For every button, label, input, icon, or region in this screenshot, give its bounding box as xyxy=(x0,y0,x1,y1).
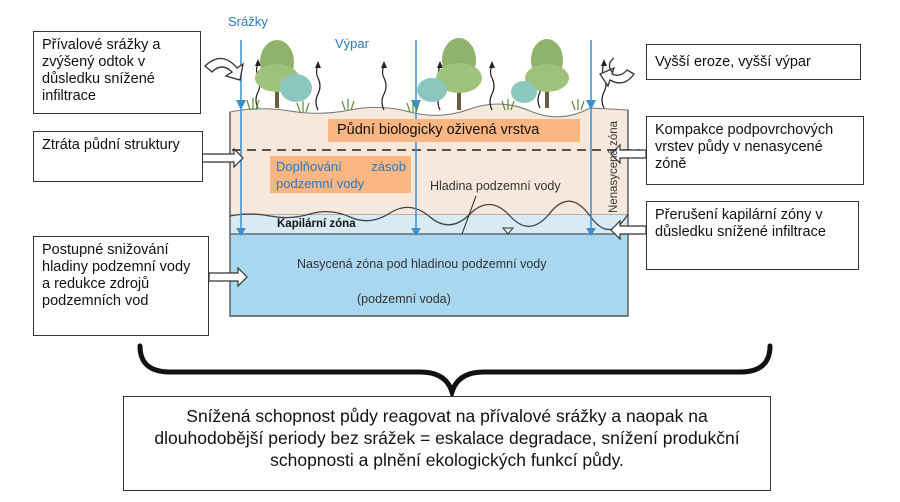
callout-groundwater-decline: Postupné snižování hladiny podzemní vody… xyxy=(33,236,209,336)
recharge-label: Doplňování zásob podzemní vody xyxy=(276,159,406,191)
capillary-top-line xyxy=(229,200,629,231)
saturated-zone xyxy=(230,234,628,316)
callout-compaction: Kompakce podpovrchových vrstev půdy v ne… xyxy=(646,116,864,185)
arrow-heads xyxy=(236,100,596,236)
curved-arrow-left-icon xyxy=(204,57,244,81)
callout-erosion: Vyšší eroze, vyšší výpar xyxy=(646,44,861,80)
conclusion-box: Snížená schopnost půdy reagovat na příva… xyxy=(123,396,771,491)
bio-layer-highlight xyxy=(328,119,580,142)
callout-runoff: Přívalové srážky a zvýšený odtok v důsle… xyxy=(33,31,201,114)
saturated-label: Nasycená zóna pod hladinou podzemní vody xyxy=(297,257,547,271)
water-table-label: Hladina podzemní vody xyxy=(430,179,561,193)
unsaturated-label: Nenasycená zóna xyxy=(608,120,620,213)
curved-arrow-right-icon xyxy=(599,57,635,88)
tree-icon xyxy=(255,40,312,108)
water-table-marker xyxy=(501,227,515,235)
brace-icon xyxy=(137,343,773,401)
profile-frame xyxy=(229,110,629,317)
evaporation-label: Výpar xyxy=(335,36,369,51)
tree-icon xyxy=(417,38,482,110)
conclusion-text: Snížená schopnost půdy reagovat na příva… xyxy=(154,406,740,470)
block-arrows-right xyxy=(610,143,647,241)
recharge-highlight xyxy=(270,156,411,193)
evaporation-arrows xyxy=(255,63,607,111)
capillary-label: Kapilární zóna xyxy=(277,218,356,230)
block-arrows-left xyxy=(201,147,248,288)
callout-capillary-break: Přerušení kapilární zóny v důsledku sníž… xyxy=(646,201,859,270)
grass-icon xyxy=(246,98,585,113)
tree-icon xyxy=(511,39,569,108)
bio-layer-label: Půdní biologicky oživená vrstva xyxy=(337,122,540,138)
callout-structure-loss: Ztráta půdní struktury xyxy=(33,131,203,182)
groundwater-label: (podzemní voda) xyxy=(357,292,451,306)
capillary-zone xyxy=(230,215,628,234)
precipitation-label: Srážky xyxy=(228,14,268,29)
water-table-pointer xyxy=(461,195,477,235)
